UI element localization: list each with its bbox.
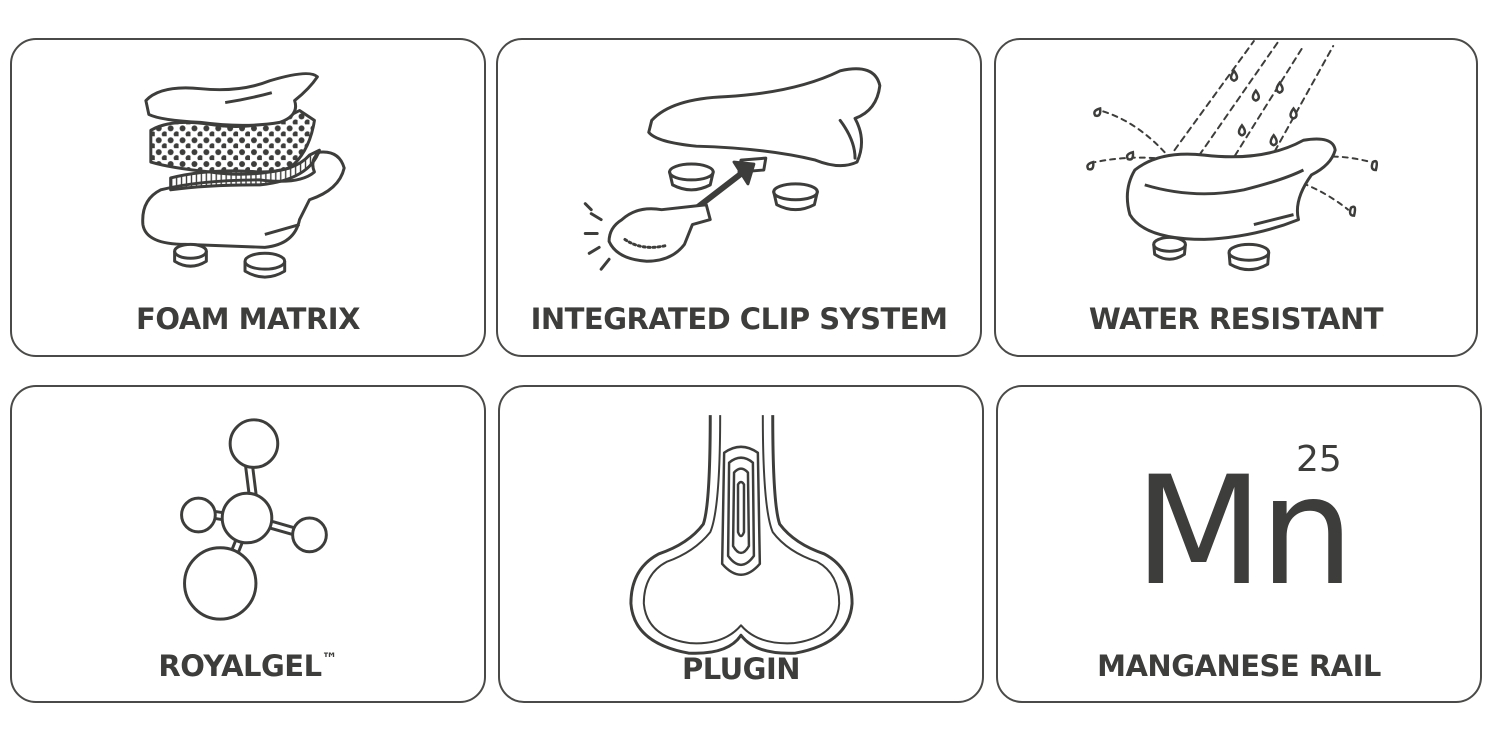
feature-label: ROYALGEL™ — [158, 649, 338, 683]
feature-card-royalgel: ROYALGEL™ — [10, 385, 486, 703]
feature-label: WATER RESISTANT — [1088, 302, 1384, 336]
element-symbol: Mn — [1134, 445, 1354, 619]
feature-label: PLUGIN — [681, 652, 801, 686]
atomic-number: 25 — [1296, 439, 1342, 480]
feature-label: MANGANESE RAIL — [1097, 649, 1381, 683]
feature-card-foam-matrix: FOAM MATRIX — [10, 38, 486, 357]
feature-card-water-resistant: WATER RESISTANT — [994, 38, 1478, 357]
saddle-top-icon — [629, 415, 854, 655]
feature-card-integrated-clip-system: INTEGRATED CLIP SYSTEM — [496, 38, 982, 357]
clip-light-icon — [583, 67, 882, 271]
trademark-mark: ™ — [321, 649, 338, 668]
feature-label: FOAM MATRIX — [136, 302, 360, 336]
feature-card-manganese-rail: 25 Mn MANGANESE RAIL — [996, 385, 1482, 703]
feature-card-plugin: PLUGIN — [498, 385, 984, 703]
foam-layers-icon — [141, 72, 346, 279]
manganese-symbol-icon: 25 Mn — [998, 387, 1480, 627]
water-drops-icon — [1086, 40, 1379, 272]
feature-label: INTEGRATED CLIP SYSTEM — [530, 302, 948, 336]
molecule-icon — [180, 418, 328, 621]
